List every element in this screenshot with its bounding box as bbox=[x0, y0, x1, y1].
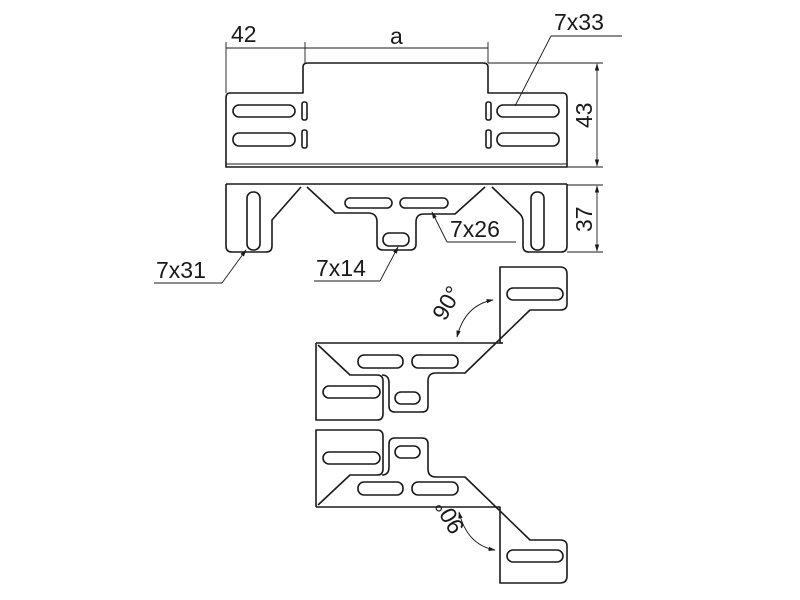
dim-height-bottom: 37 bbox=[571, 206, 597, 232]
dim-span: a bbox=[390, 23, 403, 49]
upper-angle-arc bbox=[456, 299, 494, 338]
dim-flange-width: 42 bbox=[231, 21, 257, 47]
upper-bent-bracket bbox=[315, 266, 568, 421]
label-slot-7x14: 7x14 bbox=[316, 255, 366, 281]
dimension-lines-top bbox=[225, 35, 622, 253]
leader-lines-front bbox=[154, 211, 516, 284]
lower-angle-arc bbox=[458, 511, 496, 551]
top-plate bbox=[225, 62, 568, 168]
upper-angle-label: 90° bbox=[427, 281, 467, 324]
label-slot-7x33: 7x33 bbox=[554, 9, 604, 35]
label-slot-7x26: 7x26 bbox=[450, 216, 500, 242]
lower-bent-bracket bbox=[315, 429, 568, 584]
label-slot-7x31: 7x31 bbox=[156, 257, 206, 283]
front-plate bbox=[225, 183, 568, 253]
dim-height-top: 43 bbox=[571, 102, 597, 128]
lower-angle-label: 90° bbox=[429, 495, 469, 538]
